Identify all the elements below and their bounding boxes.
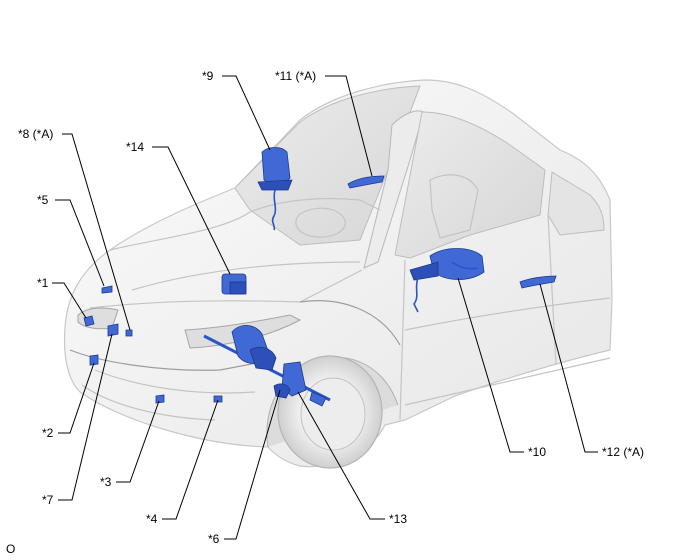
leader-2 xyxy=(58,362,95,434)
corner-mark: O xyxy=(6,542,15,556)
leader-3 xyxy=(116,400,160,483)
leader-11 xyxy=(325,75,373,177)
leader-12 xyxy=(539,283,598,453)
front-bumper xyxy=(69,349,263,371)
callout-14: *14 xyxy=(126,140,144,154)
component-3 xyxy=(155,394,165,404)
callout-11: *11 (*A) xyxy=(275,69,316,83)
leader-7 xyxy=(58,333,113,501)
leader-4 xyxy=(162,399,219,520)
front-door-line xyxy=(399,259,406,421)
callout-1: *1 xyxy=(37,276,49,290)
component-9-mirror-camera xyxy=(257,147,293,231)
rear-door-glass xyxy=(547,171,605,236)
a-pillar xyxy=(363,110,425,269)
component-12 xyxy=(519,275,557,289)
hood-line-center xyxy=(131,261,361,291)
callout-7: *7 xyxy=(42,493,54,507)
hood-edge xyxy=(89,269,363,309)
callout-12: *12 (*A) xyxy=(602,445,644,459)
leader-lines xyxy=(52,75,598,540)
leader-8 xyxy=(62,133,131,331)
component-10-outside-mirror xyxy=(409,248,485,313)
component-11 xyxy=(347,175,385,189)
leader-9 xyxy=(222,75,271,151)
side-character-line xyxy=(404,297,611,331)
component-steering-gear xyxy=(203,325,331,407)
hood-line-left xyxy=(109,211,251,251)
callout-13: *13 xyxy=(389,512,407,526)
components xyxy=(83,147,557,407)
component-7 xyxy=(107,323,119,337)
leader-10 xyxy=(457,277,524,453)
component-5 xyxy=(101,285,113,294)
front-fender xyxy=(299,300,401,346)
callout-2: *2 xyxy=(42,426,54,440)
callout-9: *9 xyxy=(202,69,214,83)
interior-seat xyxy=(429,174,479,239)
car-body xyxy=(63,79,613,469)
lower-grille xyxy=(94,369,256,394)
callout-5: *5 xyxy=(37,193,49,207)
component-4 xyxy=(213,395,223,403)
callout-labels: *9 *11 (*A) *8 (*A) *14 *5 *1 *2 *7 *3 *… xyxy=(6,69,644,556)
component-14-module xyxy=(221,273,247,295)
component-2 xyxy=(89,354,99,366)
callout-3: *3 xyxy=(100,475,112,489)
callout-6: *6 xyxy=(208,532,220,546)
leader-1 xyxy=(52,282,87,319)
leader-14 xyxy=(152,146,231,275)
interior-dashboard xyxy=(249,197,381,213)
component-8 xyxy=(125,329,133,337)
interior-steering xyxy=(295,207,346,238)
component-1 xyxy=(83,315,95,327)
rocker-line xyxy=(404,357,611,406)
windshield xyxy=(234,85,421,246)
leader-6 xyxy=(224,389,281,540)
callout-8: *8 (*A) xyxy=(18,127,53,141)
front-door-glass xyxy=(394,111,546,259)
callout-4: *4 xyxy=(146,512,158,526)
fog-lamp-area xyxy=(81,384,216,421)
leader-5 xyxy=(55,199,105,287)
callout-10: *10 xyxy=(528,445,546,459)
leader-13 xyxy=(297,391,385,520)
